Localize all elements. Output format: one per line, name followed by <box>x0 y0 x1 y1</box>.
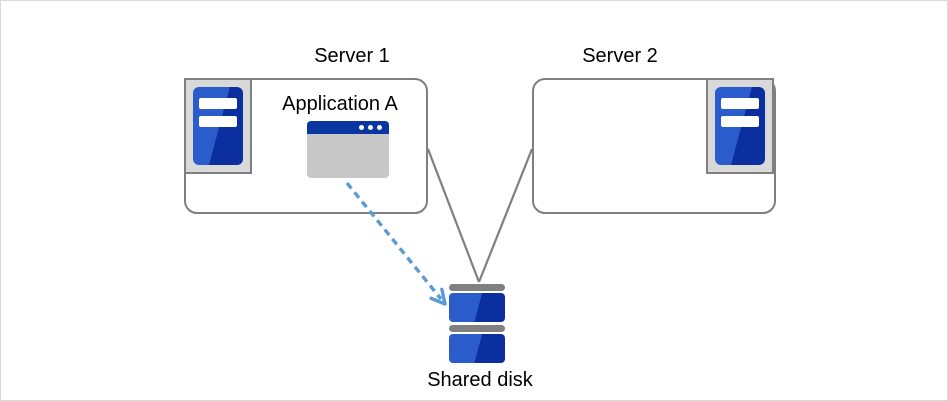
disk-stack-icon <box>449 293 505 322</box>
server2-label: Server 2 <box>582 45 658 67</box>
disk-stack-icon <box>449 284 505 291</box>
arrowhead-icon <box>429 287 447 306</box>
window-dot-icon <box>377 125 382 130</box>
server2-icon-frame <box>706 78 774 174</box>
tower-slot-bar <box>199 116 237 127</box>
disk-stack-icon <box>449 325 505 332</box>
app-window-icon <box>307 121 389 178</box>
tower-slot-bar <box>721 98 759 109</box>
server1-label: Server 1 <box>314 45 390 67</box>
window-dot-icon <box>359 125 364 130</box>
app-window-titlebar <box>307 121 389 134</box>
shared-disk-label: Shared disk <box>427 369 533 391</box>
server-tower-icon <box>715 87 765 165</box>
tower-slot-bar <box>199 98 237 109</box>
server2-to-disk-connector <box>477 148 534 283</box>
tower-slot-bar <box>721 116 759 127</box>
server1-to-disk-connector <box>426 148 481 283</box>
disk-stack-icon <box>449 334 505 363</box>
application-a-label: Application A <box>282 93 398 115</box>
window-dot-icon <box>368 125 373 130</box>
server-tower-icon <box>193 87 243 165</box>
server1-icon-frame <box>184 78 252 174</box>
